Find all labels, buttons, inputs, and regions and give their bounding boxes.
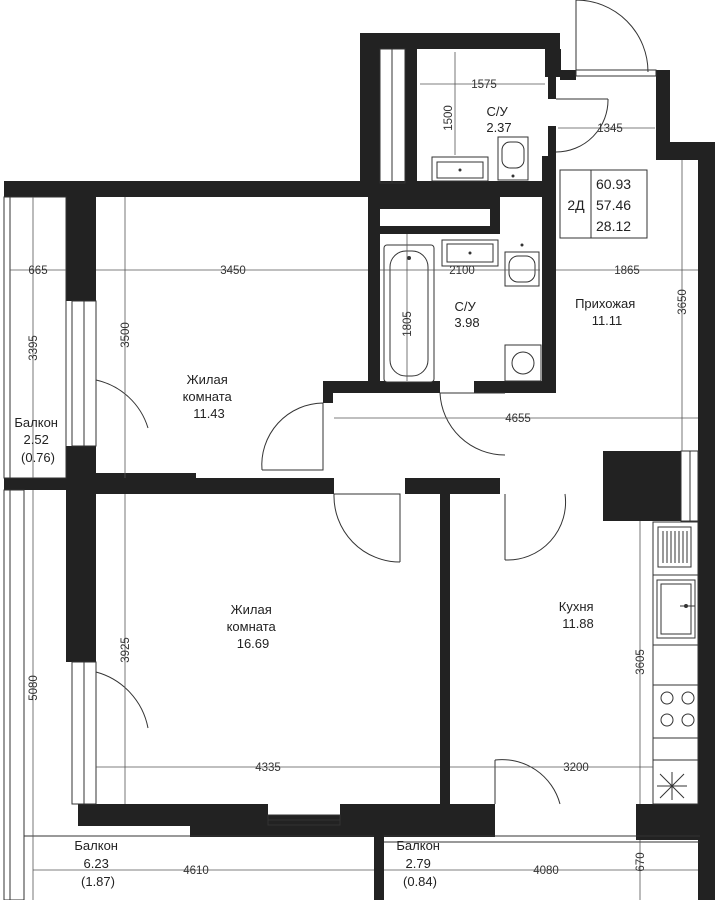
area-living-total: 57.46 (596, 197, 631, 213)
ventilation-icon (657, 772, 687, 800)
dim-3650: 3650 (677, 289, 689, 315)
dim-1500: 1500 (443, 105, 455, 131)
dim-4655: 4655 (505, 413, 531, 425)
room-label-hall: Прихожая 11.11 (575, 296, 639, 328)
fixtures (383, 136, 699, 805)
stove-icon (660, 691, 695, 727)
room-label-wc-bath: С/У 3.98 (454, 299, 479, 330)
room-label-wc-small: С/У 2.37 (486, 104, 511, 135)
dim-670: 670 (635, 852, 647, 871)
dim-3500: 3500 (120, 322, 132, 348)
windows-and-rails (3, 48, 700, 900)
radiator-icon (657, 526, 692, 568)
room-labels: С/У 2.37 С/У 3.98 Прихожая 11.11 Жилая к… (14, 104, 639, 889)
dim-3395: 3395 (28, 335, 40, 361)
room-label-living-1: Жилая комната 11.43 (183, 372, 236, 421)
walls (4, 33, 715, 900)
dim-1575: 1575 (471, 79, 497, 91)
dim-665: 665 (28, 265, 47, 277)
dim-4080: 4080 (533, 865, 559, 877)
dim-3450: 3450 (220, 265, 246, 277)
room-label-balcony-3: Балкон 2.79 (0.84) (396, 838, 443, 889)
layout-code: 2Д (567, 197, 585, 213)
dimension-labels: 1575 1500 1345 665 3450 2100 1865 3395 3… (28, 79, 689, 877)
room-label-balcony-2: Балкон 6.23 (1.87) (74, 838, 121, 889)
dim-1345: 1345 (597, 123, 623, 135)
dim-1865: 1865 (614, 265, 640, 277)
room-label-balcony-1: Балкон 2.52 (0.76) (14, 415, 61, 465)
area-summary: 2Д 60.93 57.46 28.12 (559, 169, 648, 239)
dim-4335: 4335 (255, 762, 281, 774)
dim-3200: 3200 (563, 762, 589, 774)
dim-5080: 5080 (28, 675, 40, 701)
dim-3605: 3605 (635, 649, 647, 675)
dim-1805: 1805 (402, 311, 414, 337)
kitchen-counter (652, 521, 699, 805)
room-label-living-2: Жилая комната 16.69 (227, 602, 280, 651)
area-total: 60.93 (596, 176, 631, 192)
area-living: 28.12 (596, 218, 631, 234)
room-label-kitchen: Кухня 11.88 (559, 599, 597, 631)
dim-2100: 2100 (449, 265, 475, 277)
dimension-lines (10, 52, 698, 900)
dim-4610: 4610 (183, 865, 209, 877)
dim-3925: 3925 (120, 637, 132, 663)
